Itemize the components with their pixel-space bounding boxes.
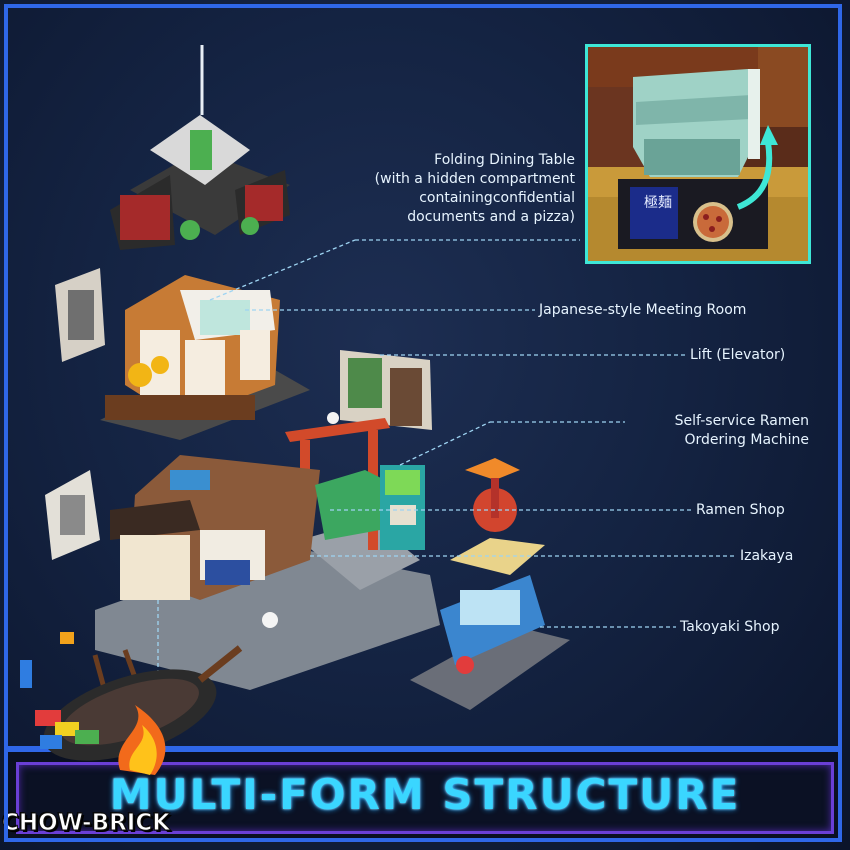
leader-ramen-machine xyxy=(399,421,491,466)
side-wall-upper xyxy=(55,268,105,362)
page-title: MULTI-FORM STRUCTURE xyxy=(109,770,741,819)
inset-illustration: 極麺 xyxy=(588,47,808,261)
roof-module xyxy=(110,115,290,250)
callout-folding-table: Folding Dining Table (with a hidden comp… xyxy=(330,151,575,227)
callout-ramen-shop: Ramen Shop xyxy=(696,502,785,518)
callout-ramen-machine: Self-service Ramen Ordering Machine xyxy=(600,412,809,450)
logo-wok-icon xyxy=(20,632,243,775)
inset-photo-folding-table: 極麺 xyxy=(585,44,811,264)
callout-ramen-machine-line1: Self-service Ramen xyxy=(674,413,809,429)
brand-logo: CHOW-BRICK xyxy=(1,810,171,837)
lift-module xyxy=(340,350,432,430)
callout-lift: Lift (Elevator) xyxy=(690,347,786,363)
side-wall-lower xyxy=(45,470,100,560)
ground-floor-module xyxy=(95,412,570,710)
callout-folding-table-line4: documents and a pizza) xyxy=(407,209,575,225)
leader-folding-table xyxy=(209,239,356,301)
building-illustration xyxy=(45,45,735,710)
callout-ramen-machine-line2: Ordering Machine xyxy=(684,432,810,448)
inset-sign-text: 極麺 xyxy=(644,195,672,211)
callout-folding-table-line2: (with a hidden compartment xyxy=(374,171,575,187)
callout-folding-table-line3: containingconfidential xyxy=(419,190,575,206)
callout-folding-table-line1: Folding Dining Table xyxy=(434,152,575,168)
callout-izakaya: Izakaya xyxy=(740,548,794,564)
meeting-room-module xyxy=(100,275,310,440)
callout-meeting-room: Japanese-style Meeting Room xyxy=(539,302,747,318)
callout-takoyaki: Takoyaki Shop xyxy=(680,619,780,635)
